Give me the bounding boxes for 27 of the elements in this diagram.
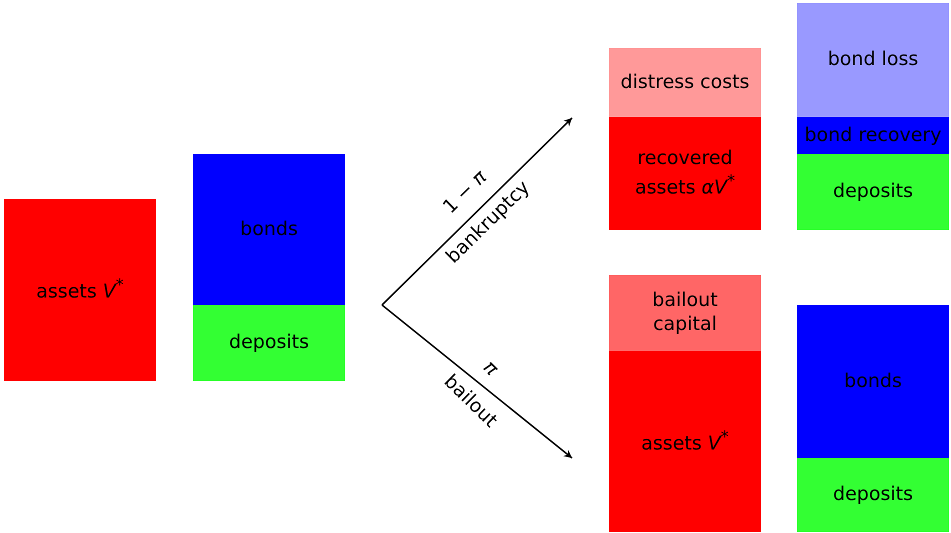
arrow	[381, 117, 573, 306]
segment-label: bonds	[240, 218, 298, 242]
bar-segment	[609, 351, 761, 532]
probability-label: π	[478, 356, 502, 380]
bar-segment	[4, 199, 156, 381]
segment-label: bonds	[844, 370, 902, 394]
bar-segment	[193, 305, 345, 381]
arrow	[382, 304, 572, 459]
segment-label: bond recovery	[804, 124, 942, 148]
segment-label: deposits	[833, 180, 913, 204]
bar-segment	[797, 458, 949, 532]
bar-segment	[797, 305, 949, 458]
segment-label: deposits	[229, 331, 309, 355]
bar-segment	[609, 275, 761, 351]
bar-segment	[609, 117, 761, 230]
segment-label: recovered assets αV$^{*}$	[634, 147, 736, 200]
bar-segment	[797, 117, 949, 154]
bar-segment	[797, 3, 949, 117]
segment-label: deposits	[833, 483, 913, 507]
segment-label: distress costs	[620, 70, 750, 94]
segment-label: bond loss	[828, 48, 918, 72]
bar-segment	[193, 154, 345, 305]
segment-label: assets V$^{*}$	[641, 426, 729, 456]
bar-segment	[797, 154, 949, 230]
segment-label: assets V$^{*}$	[36, 275, 124, 305]
segment-label: bailout capital	[651, 289, 719, 337]
bar-segment	[609, 48, 761, 117]
